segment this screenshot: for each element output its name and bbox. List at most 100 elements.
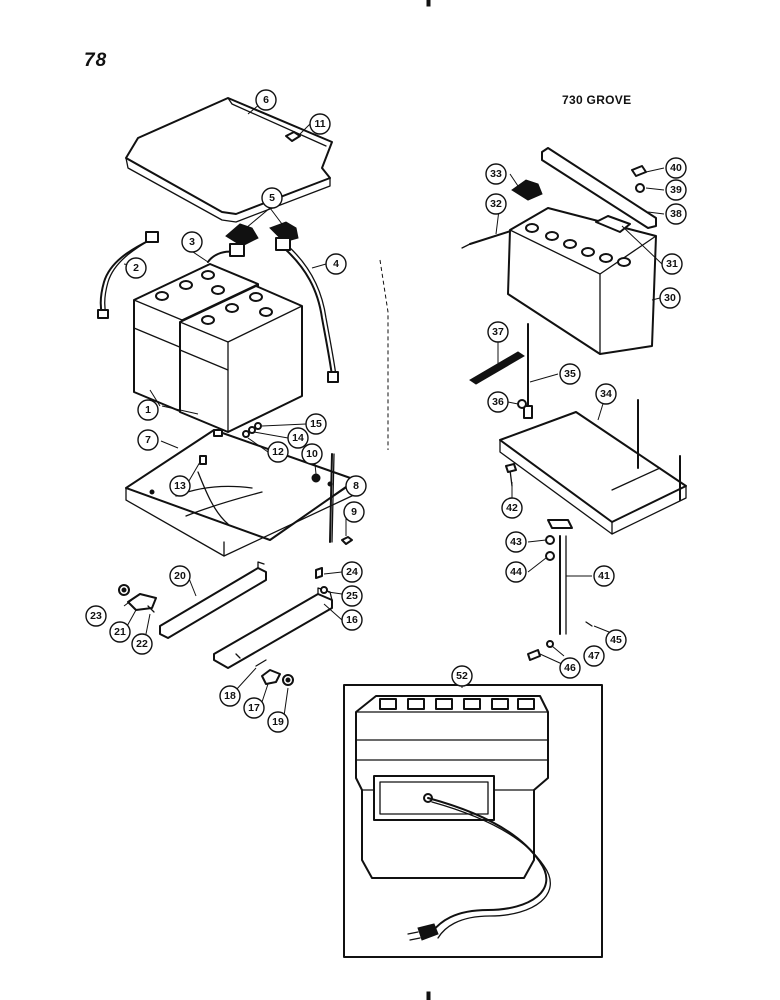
clamp-hardware-bottom xyxy=(255,659,294,686)
svg-text:3: 3 xyxy=(189,236,195,248)
callout-35: 35 xyxy=(559,363,581,385)
battery-part-30 xyxy=(507,207,657,355)
short-cable-part-2 xyxy=(97,231,159,319)
model-label: 730 GROVE xyxy=(562,93,632,107)
bolt-part-42 xyxy=(505,463,517,487)
svg-text:47: 47 xyxy=(588,650,600,662)
svg-text:16: 16 xyxy=(346,614,358,626)
callout-10: 10 xyxy=(301,443,323,465)
page-number: 78 xyxy=(84,50,108,71)
svg-text:40: 40 xyxy=(670,162,682,174)
callout-41: 41 xyxy=(593,565,615,587)
svg-text:32: 32 xyxy=(490,198,502,210)
svg-text:9: 9 xyxy=(351,506,357,518)
tray-part-34 xyxy=(499,399,687,535)
callout-37: 37 xyxy=(487,321,509,343)
callout-19: 19 xyxy=(267,711,289,733)
svg-text:21: 21 xyxy=(114,626,126,638)
bracket-part-16 xyxy=(213,587,333,669)
rod-part-35 xyxy=(523,323,533,419)
callout-43: 43 xyxy=(505,531,527,553)
callout-21: 21 xyxy=(109,621,131,643)
callout-20: 20 xyxy=(169,565,191,587)
svg-text:41: 41 xyxy=(598,570,610,582)
svg-text:45: 45 xyxy=(610,634,622,646)
callout-15: 15 xyxy=(305,413,327,435)
svg-text:42: 42 xyxy=(506,502,518,514)
svg-text:19: 19 xyxy=(272,716,284,728)
callout-32: 32 xyxy=(485,193,507,215)
callout-47: 47 xyxy=(583,645,605,667)
battery-cover-part-6 xyxy=(125,97,333,223)
callout-30: 30 xyxy=(659,287,681,309)
callout-5: 5 xyxy=(261,187,283,209)
clamp-part-31 xyxy=(595,215,631,233)
callout-13: 13 xyxy=(169,475,191,497)
callout-18: 18 xyxy=(219,685,241,707)
callout-25: 25 xyxy=(341,585,363,607)
callout-2: 2 xyxy=(125,257,147,279)
callout-40: 40 xyxy=(665,157,687,179)
callout-3: 3 xyxy=(181,231,203,253)
callout-7: 7 xyxy=(137,429,159,451)
svg-text:5: 5 xyxy=(269,192,275,204)
svg-text:34: 34 xyxy=(600,388,612,400)
callout-16: 16 xyxy=(341,609,363,631)
callout-42: 42 xyxy=(501,497,523,519)
callout-52: 52 xyxy=(451,665,473,687)
callout-38: 38 xyxy=(665,203,687,225)
battery-tray-part-7 xyxy=(125,429,357,557)
nut-part-10 xyxy=(311,473,321,483)
rod-nut-part-9 xyxy=(341,536,353,545)
svg-text:33: 33 xyxy=(490,168,502,180)
connector-cable-part-3 xyxy=(207,243,245,263)
callout-33: 33 xyxy=(485,163,507,185)
svg-text:13: 13 xyxy=(174,480,186,492)
terminal-boots-part-5 xyxy=(225,221,299,247)
callout-17: 17 xyxy=(243,697,265,719)
svg-text:31: 31 xyxy=(666,258,678,270)
svg-text:30: 30 xyxy=(664,292,676,304)
svg-text:8: 8 xyxy=(353,480,359,492)
callout-44: 44 xyxy=(505,561,527,583)
clamp-hardware-left xyxy=(118,584,157,613)
callout-4: 4 xyxy=(325,253,347,275)
bar-part-37 xyxy=(469,351,525,385)
battery-52-box xyxy=(343,684,603,958)
hardware-45-46-47 xyxy=(527,621,593,661)
bolt-hardware-24-25 xyxy=(315,567,328,594)
callout-36: 36 xyxy=(487,391,509,413)
svg-text:36: 36 xyxy=(492,396,504,408)
boot-part-33 xyxy=(511,179,543,201)
rod-part-41 xyxy=(547,519,573,635)
svg-text:20: 20 xyxy=(174,570,186,582)
svg-text:46: 46 xyxy=(564,662,576,674)
svg-text:17: 17 xyxy=(248,702,260,714)
nut-part-36 xyxy=(517,399,527,409)
svg-text:1: 1 xyxy=(145,404,151,416)
svg-text:23: 23 xyxy=(90,610,102,622)
callout-8: 8 xyxy=(345,475,367,497)
callout-6: 6 xyxy=(255,89,277,111)
cover-clip-part-11 xyxy=(285,131,301,142)
callout-1: 1 xyxy=(137,399,159,421)
callout-14: 14 xyxy=(287,427,309,449)
hold-down-hardware xyxy=(242,422,262,438)
svg-text:2: 2 xyxy=(133,262,139,274)
callout-23: 23 xyxy=(85,605,107,627)
callouts: 1 2 3 4 5 6 7 8 9 10 11 12 13 14 15 16 1… xyxy=(85,89,687,733)
callout-9: 9 xyxy=(343,501,365,523)
svg-text:18: 18 xyxy=(224,690,236,702)
callout-24: 24 xyxy=(341,561,363,583)
tray-bolt-part-13 xyxy=(199,455,207,465)
hold-down-rod-part-8 xyxy=(329,453,335,543)
callout-31: 31 xyxy=(661,253,683,275)
svg-text:22: 22 xyxy=(136,638,148,650)
leader-lines xyxy=(123,103,665,717)
svg-text:39: 39 xyxy=(670,184,682,196)
svg-text:6: 6 xyxy=(263,94,269,106)
callout-22: 22 xyxy=(131,633,153,655)
long-cable-part-4 xyxy=(275,237,339,383)
svg-text:7: 7 xyxy=(145,434,151,446)
